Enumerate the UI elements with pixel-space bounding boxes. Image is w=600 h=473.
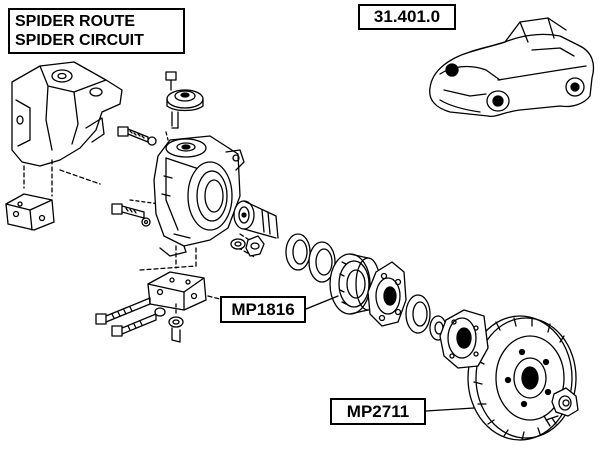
model-title-line-1: SPIDER ROUTE (15, 13, 136, 30)
seal-ring-2 (308, 241, 336, 283)
snap-ring-1 (405, 294, 431, 334)
top-bolt (165, 71, 177, 91)
knuckle-nut (230, 235, 265, 257)
hub-nut (543, 387, 579, 427)
front-hub (439, 309, 489, 369)
knuckle-bolt-upper (117, 126, 157, 146)
knuckle-bolt-middle (111, 203, 151, 227)
drive-shaft (233, 200, 279, 239)
brake-disc-part-number: MP2711 (346, 402, 410, 421)
model-title-line-2: SPIDER CIRCUIT (15, 32, 144, 49)
left-clamp-block (5, 193, 55, 231)
mp1816-leader (305, 295, 339, 310)
steering-knuckle (153, 135, 245, 257)
reference-number: 31.401.0 (373, 7, 441, 26)
car-illustration (429, 17, 595, 118)
upper-ball-joint (166, 89, 204, 129)
upper-stub-axle (11, 61, 123, 167)
lower-clamp-block (147, 271, 207, 311)
bearing-part-number: MP1816 (231, 300, 295, 319)
hub-flange (367, 261, 407, 327)
seal-ring-1 (285, 233, 311, 271)
bearing-callout-box: MP1816 (220, 296, 306, 323)
reference-number-box: 31.401.0 (358, 4, 456, 30)
lower-bolts (95, 297, 184, 343)
mp2711-leader (425, 407, 475, 412)
model-title-box: SPIDER ROUTE SPIDER CIRCUIT (8, 8, 185, 54)
brake-disc (467, 315, 577, 441)
wheel-bearing (329, 253, 381, 315)
brake-disc-callout-box: MP2711 (330, 398, 426, 425)
